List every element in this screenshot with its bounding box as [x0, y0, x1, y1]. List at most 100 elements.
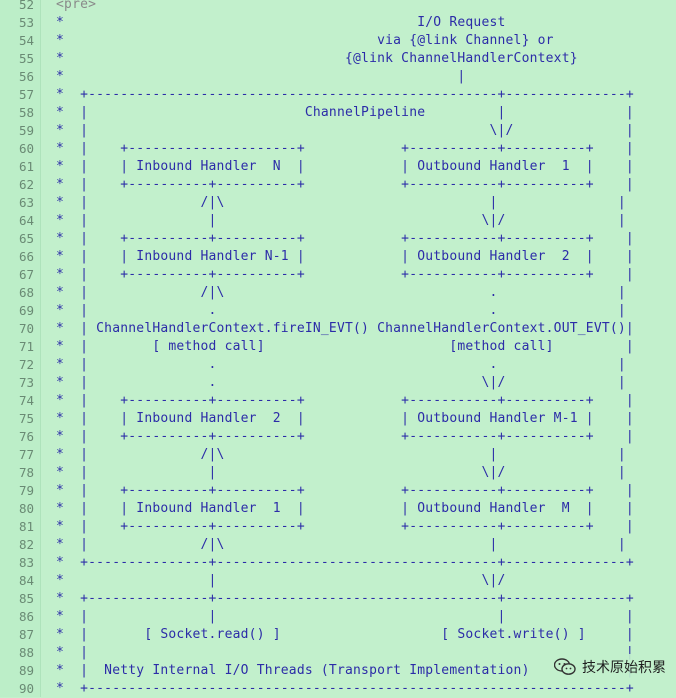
code-text: * | +----------+----------+ +-----------…: [48, 483, 634, 498]
code-text: * | +----------+----------+ +-----------…: [48, 231, 634, 246]
line-number: 60: [18, 141, 34, 156]
code-line: 81 * | +----------+----------+ +--------…: [0, 518, 676, 536]
code-text: * +-------------------------------------…: [48, 87, 634, 102]
code-line: 87 * | [ Socket.read() ] [ Socket.write(…: [0, 626, 676, 644]
line-number: 90: [18, 681, 34, 696]
code-text: * | | \|/ |: [48, 465, 626, 480]
code-line: 82 * | /|\ | |: [0, 536, 676, 554]
code-text: * | . . |: [48, 303, 626, 318]
line-number: 86: [18, 609, 34, 624]
code-line: 58 * | ChannelPipeline | |: [0, 104, 676, 122]
code-text: * | /|\ | |: [48, 537, 626, 552]
code-line: 88 * | |: [0, 644, 676, 662]
line-number: 61: [18, 159, 34, 174]
code-line: 73 * | . \|/ |: [0, 374, 676, 392]
watermark: 技术原始积累: [548, 654, 666, 680]
code-text: * {@link ChannelHandlerContext}: [48, 51, 578, 66]
code-line: 86 * | | | |: [0, 608, 676, 626]
line-number: 83: [18, 555, 34, 570]
line-number: 56: [18, 69, 34, 84]
line-number: 85: [18, 591, 34, 606]
code-text: * |: [48, 69, 466, 84]
code-text: * | | Inbound Handler N-1 | | Outbound H…: [48, 249, 634, 264]
code-text: * | [ method call] [method call] |: [48, 339, 634, 354]
line-number: 66: [18, 249, 34, 264]
code-text: * +-------------------------------------…: [48, 681, 634, 696]
code-line: 55 * {@link ChannelHandlerContext}: [0, 50, 676, 68]
line-number: 72: [18, 357, 34, 372]
code-line: 61 * | | Inbound Handler N | | Outbound …: [0, 158, 676, 176]
line-number: 58: [18, 105, 34, 120]
code-text: * | /|\ | |: [48, 195, 626, 210]
code-line: 77 * | /|\ | |: [0, 446, 676, 464]
code-text: * | \|/ |: [48, 123, 634, 138]
line-number: 82: [18, 537, 34, 552]
code-line: 72 * | . . |: [0, 356, 676, 374]
line-number: 63: [18, 195, 34, 210]
line-number: 70: [18, 321, 34, 336]
wechat-icon: [553, 658, 576, 676]
code-line: 76 * | +----------+----------+ +--------…: [0, 428, 676, 446]
line-number: 89: [18, 663, 34, 678]
line-number: 78: [18, 465, 34, 480]
line-number: 62: [18, 177, 34, 192]
line-number: 68: [18, 285, 34, 300]
line-number-gutter: [0, 0, 41, 697]
line-number: 84: [18, 573, 34, 588]
code-line: 57 * +----------------------------------…: [0, 86, 676, 104]
code-text: * | |: [48, 645, 634, 660]
line-number: 67: [18, 267, 34, 282]
line-number: 79: [18, 483, 34, 498]
line-number: 87: [18, 627, 34, 642]
code-text: * | /|\ . |: [48, 285, 626, 300]
code-text: * +---------------+---------------------…: [48, 591, 634, 606]
line-number: 65: [18, 231, 34, 246]
code-line: 67 * | +----------+----------+ +--------…: [0, 266, 676, 284]
code-text: * I/O Request: [48, 15, 506, 30]
code-line: 64 * | | \|/ |: [0, 212, 676, 230]
code-line: 54 * via {@link Channel} or: [0, 32, 676, 50]
line-number: 57: [18, 87, 34, 102]
code-text: * | +----------+----------+ +-----------…: [48, 393, 634, 408]
code-text: * | /|\ | |: [48, 447, 626, 462]
code-line: 62 * | +----------+----------+ +--------…: [0, 176, 676, 194]
code-text: * | . \|/ |: [48, 375, 626, 390]
code-text: * | \|/: [48, 573, 506, 588]
code-line: 74 * | +----------+----------+ +--------…: [0, 392, 676, 410]
code-line: 75 * | | Inbound Handler 2 | | Outbound …: [0, 410, 676, 428]
code-line: 70 * | ChannelHandlerContext.fireIN_EVT(…: [0, 320, 676, 338]
code-text: * | +----------+----------+ +-----------…: [48, 519, 634, 534]
code-text: * | | Inbound Handler 1 | | Outbound Han…: [48, 501, 634, 516]
code-line: 56 * |: [0, 68, 676, 86]
code-text: * | [ Socket.read() ] [ Socket.write() ]…: [48, 627, 634, 642]
code-text: * | | | |: [48, 609, 634, 624]
code-text: * | | Inbound Handler 2 | | Outbound Han…: [48, 411, 634, 426]
code-line: 63 * | /|\ | |: [0, 194, 676, 212]
line-number: 71: [18, 339, 34, 354]
code-text: <pre>: [48, 0, 97, 12]
code-text: * | ChannelHandlerContext.fireIN_EVT() C…: [48, 321, 634, 336]
line-number: 74: [18, 393, 34, 408]
watermark-label: 技术原始积累: [582, 660, 666, 676]
code-line: 90 * +----------------------------------…: [0, 680, 676, 698]
code-text: * via {@link Channel} or: [48, 33, 554, 48]
line-number: 55: [18, 51, 34, 66]
code-line: 78 * | | \|/ |: [0, 464, 676, 482]
code-line: 79 * | +----------+----------+ +--------…: [0, 482, 676, 500]
line-number: 64: [18, 213, 34, 228]
line-number: 75: [18, 411, 34, 426]
code-line: 80 * | | Inbound Handler 1 | | Outbound …: [0, 500, 676, 518]
code-line: 59 * | \|/ |: [0, 122, 676, 140]
code-text: * | +----------+----------+ +-----------…: [48, 177, 634, 192]
code-line: 60 * | +---------------------+ +--------…: [0, 140, 676, 158]
code-line: 89 * | Netty Internal I/O Threads (Trans…: [0, 662, 676, 680]
code-line: 84 * | \|/: [0, 572, 676, 590]
code-text: * | | \|/ |: [48, 213, 626, 228]
code-line: 52 <pre>: [0, 0, 676, 14]
code-text: * | | Inbound Handler N | | Outbound Han…: [48, 159, 634, 174]
code-line: 85 * +---------------+------------------…: [0, 590, 676, 608]
code-text: * | ChannelPipeline | |: [48, 105, 634, 120]
line-number: 69: [18, 303, 34, 318]
